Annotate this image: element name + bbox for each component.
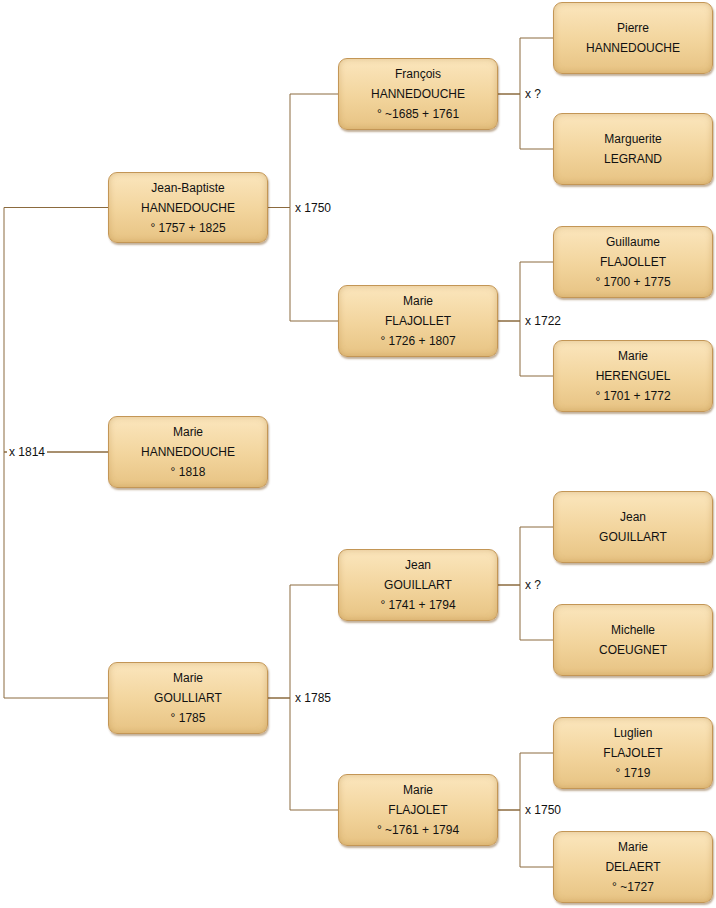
family-connector bbox=[268, 208, 338, 322]
person-scroll: JeanGOUILLART bbox=[553, 491, 713, 563]
person-scroll: MarieHERENGUEL° 1701 + 1772 bbox=[553, 340, 713, 412]
family-connector bbox=[268, 585, 338, 698]
first-name: Jean bbox=[405, 555, 431, 575]
first-name: François bbox=[395, 64, 441, 84]
life-dates: ° 1726 + 1807 bbox=[380, 331, 455, 351]
person-scroll: PierreHANNEDOUCHE bbox=[553, 2, 713, 74]
surname: HANNEDOUCHE bbox=[371, 84, 465, 104]
life-dates: ° 1757 + 1825 bbox=[150, 218, 225, 238]
marriage-label: x 1785 bbox=[293, 690, 333, 706]
first-name: Pierre bbox=[617, 18, 649, 38]
surname: FLAJOLLET bbox=[385, 311, 451, 331]
surname: FLAJOLLET bbox=[600, 252, 666, 272]
life-dates: ° 1785 bbox=[171, 708, 206, 728]
person-scroll: JeanGOUILLART° 1741 + 1794 bbox=[338, 549, 498, 621]
person-scroll: MichelleCOEUGNET bbox=[553, 604, 713, 676]
first-name: Marie bbox=[173, 668, 203, 688]
surname: HERENGUEL bbox=[596, 366, 671, 386]
first-name: Marie bbox=[618, 837, 648, 857]
family-connector bbox=[498, 585, 553, 640]
first-name: Jean-Baptiste bbox=[151, 178, 224, 198]
first-name: Jean bbox=[620, 507, 646, 527]
marriage-label: x 1750 bbox=[523, 802, 563, 818]
life-dates: ° 1741 + 1794 bbox=[380, 595, 455, 615]
family-connector bbox=[498, 321, 553, 376]
family-connector bbox=[4, 208, 108, 453]
first-name: Marie bbox=[173, 422, 203, 442]
surname: FLAJOLET bbox=[388, 800, 447, 820]
marriage-label: x ? bbox=[523, 86, 543, 102]
first-name: Luglien bbox=[614, 723, 653, 743]
person-scroll: MargueriteLEGRAND bbox=[553, 113, 713, 185]
family-connector bbox=[4, 452, 108, 698]
surname: GOUILLART bbox=[599, 527, 667, 547]
life-dates: ° ~1685 + 1761 bbox=[377, 104, 459, 124]
surname: GOULLIART bbox=[154, 688, 222, 708]
life-dates: ° ~1727 bbox=[612, 877, 654, 897]
first-name: Michelle bbox=[611, 620, 655, 640]
life-dates: ° 1818 bbox=[171, 462, 206, 482]
surname: HANNEDOUCHE bbox=[586, 38, 680, 58]
surname: HANNEDOUCHE bbox=[141, 442, 235, 462]
life-dates: ° 1719 bbox=[616, 763, 651, 783]
person-scroll: GuillaumeFLAJOLLET° 1700 + 1775 bbox=[553, 226, 713, 298]
marriage-label: x 1722 bbox=[523, 313, 563, 329]
life-dates: ° 1700 + 1775 bbox=[595, 272, 670, 292]
person-scroll: LuglienFLAJOLET° 1719 bbox=[553, 717, 713, 789]
marriage-label: x ? bbox=[523, 577, 543, 593]
surname: HANNEDOUCHE bbox=[141, 198, 235, 218]
person-scroll: Jean-BaptisteHANNEDOUCHE° 1757 + 1825 bbox=[108, 172, 268, 243]
person-scroll: MarieDELAERT° ~1727 bbox=[553, 831, 713, 903]
surname: DELAERT bbox=[605, 857, 660, 877]
person-scroll: MarieFLAJOLLET° 1726 + 1807 bbox=[338, 285, 498, 357]
family-connector bbox=[498, 810, 553, 867]
first-name: Guillaume bbox=[606, 232, 660, 252]
family-connector bbox=[268, 698, 338, 810]
marriage-label: x 1814 bbox=[7, 444, 47, 460]
first-name: Marie bbox=[618, 346, 648, 366]
life-dates: ° ~1761 + 1794 bbox=[377, 820, 459, 840]
first-name: Marguerite bbox=[604, 129, 661, 149]
life-dates: ° 1701 + 1772 bbox=[595, 386, 670, 406]
person-scroll: MarieGOULLIART° 1785 bbox=[108, 662, 268, 734]
person-scroll: FrançoisHANNEDOUCHE° ~1685 + 1761 bbox=[338, 58, 498, 130]
first-name: Marie bbox=[403, 291, 433, 311]
surname: LEGRAND bbox=[604, 149, 662, 169]
surname: FLAJOLET bbox=[603, 743, 662, 763]
person-scroll: MarieFLAJOLET° ~1761 + 1794 bbox=[338, 774, 498, 846]
first-name: Marie bbox=[403, 780, 433, 800]
surname: GOUILLART bbox=[384, 575, 452, 595]
family-connector bbox=[268, 94, 338, 208]
family-connector bbox=[498, 94, 553, 149]
surname: COEUGNET bbox=[599, 640, 667, 660]
marriage-label: x 1750 bbox=[293, 200, 333, 216]
person-scroll: MarieHANNEDOUCHE° 1818 bbox=[108, 416, 268, 488]
